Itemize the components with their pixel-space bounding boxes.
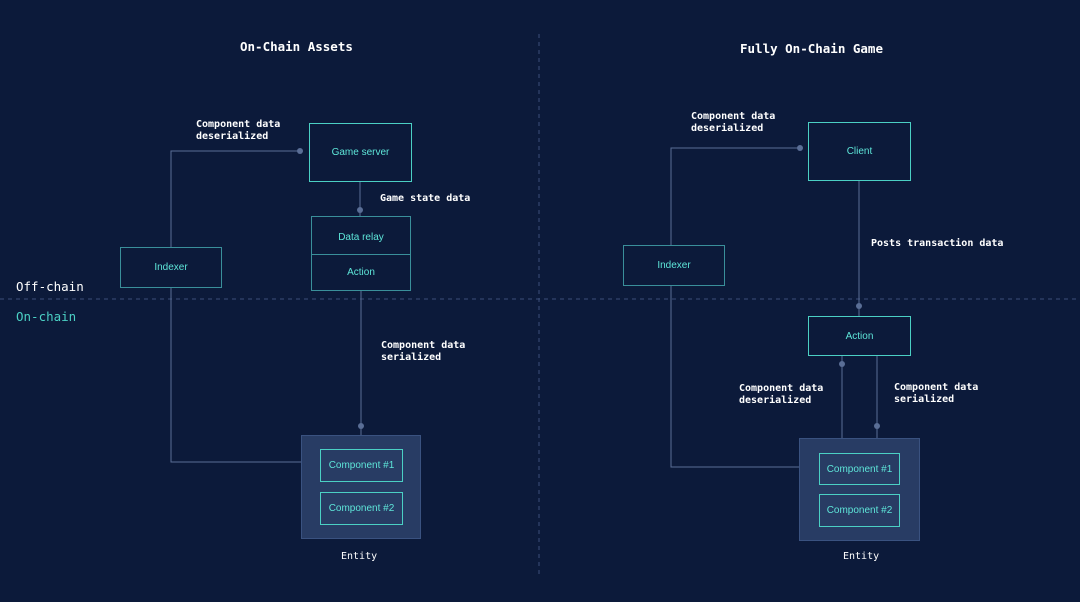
right-label-deserialized-top-line2: deserialized <box>691 123 764 134</box>
left-label-deserialized-line2: deserialized <box>196 131 269 142</box>
on-chain-label: On-chain <box>16 309 77 324</box>
left-dot-server <box>297 148 303 154</box>
left-label-game-state: Game state data <box>380 193 471 204</box>
left-game-server-node: Game server <box>309 123 412 182</box>
left-label-deserialized: Component data deserialized <box>196 119 280 143</box>
left-label-serialized: Component data serialized <box>381 340 465 364</box>
right-entity-label: Entity <box>843 551 880 562</box>
right-dot-entity <box>874 423 880 429</box>
right-dot-action-up <box>839 361 845 367</box>
off-chain-label: Off-chain <box>16 279 84 294</box>
right-panel-title: Fully On-Chain Game <box>740 41 883 56</box>
right-connector-indexer-to-entity <box>670 286 799 468</box>
right-label-posts: Posts transaction data <box>871 238 1004 249</box>
left-indexer-node: Indexer <box>120 247 222 288</box>
left-action-node: Action <box>311 254 411 291</box>
right-label-deserialized-top-line1: Component data <box>691 111 776 122</box>
left-component-2-node: Component #2 <box>320 492 403 525</box>
right-indexer-node: Indexer <box>623 245 725 286</box>
left-dot-relay <box>357 207 363 213</box>
left-label-serialized-line1: Component data <box>381 340 466 351</box>
right-connector-indexer-to-client <box>670 147 800 245</box>
right-label-deserialized-bottom-line2: deserialized <box>739 395 812 406</box>
right-label-serialized-line1: Component data <box>894 382 979 393</box>
left-connector-indexer-to-server <box>170 150 300 248</box>
right-dot-client <box>797 145 803 151</box>
left-entity-label: Entity <box>341 551 378 562</box>
right-client-node: Client <box>808 122 911 181</box>
left-label-deserialized-line1: Component data <box>196 119 281 130</box>
right-label-serialized: Component data serialized <box>894 382 978 406</box>
right-dot-action <box>856 303 862 309</box>
right-component-1-node: Component #1 <box>819 453 900 485</box>
right-label-deserialized-bottom: Component data deserialized <box>739 383 823 407</box>
left-label-serialized-line2: serialized <box>381 352 442 363</box>
left-connector-indexer-to-entity <box>170 287 301 463</box>
left-component-1-node: Component #1 <box>320 449 403 482</box>
right-component-2-node: Component #2 <box>819 494 900 527</box>
right-label-deserialized-bottom-line1: Component data <box>739 383 824 394</box>
right-action-node: Action <box>808 316 911 356</box>
right-label-deserialized-top: Component data deserialized <box>691 111 775 135</box>
left-data-relay-node: Data relay <box>311 216 411 259</box>
left-panel-title: On-Chain Assets <box>240 39 353 54</box>
left-dot-entity <box>358 423 364 429</box>
right-label-serialized-line2: serialized <box>894 394 955 405</box>
